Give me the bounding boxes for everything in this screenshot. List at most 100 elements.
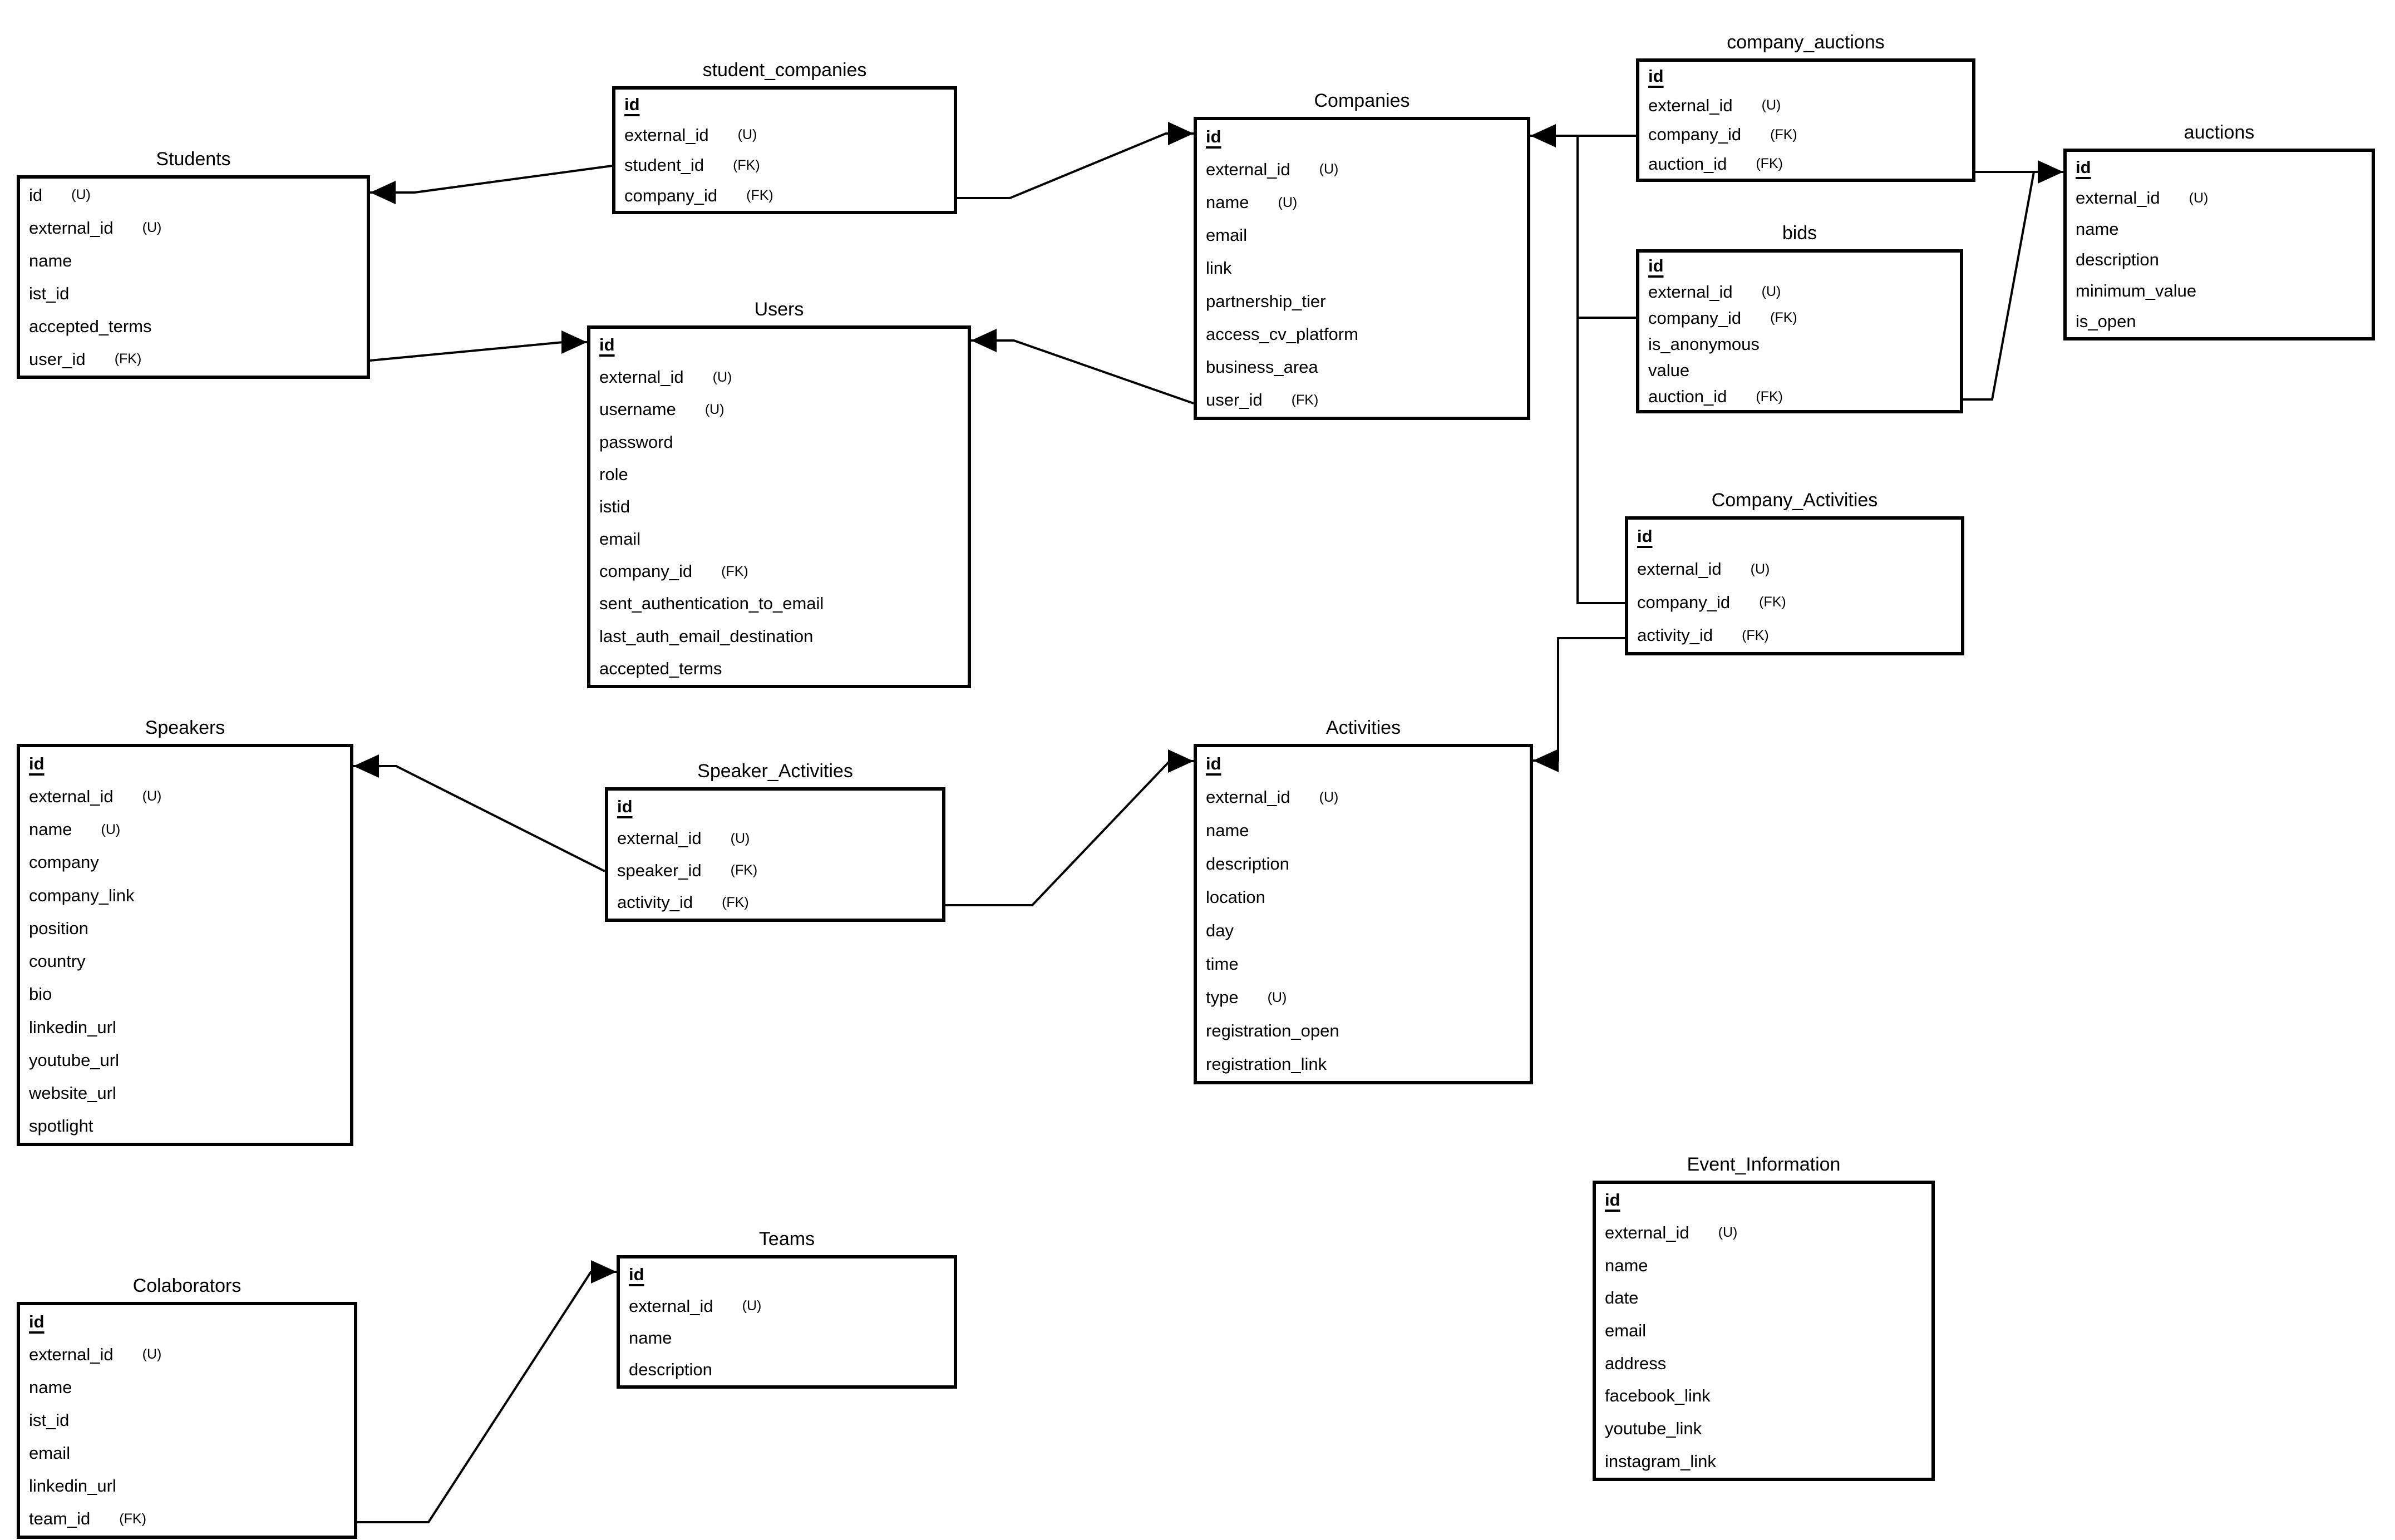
field-row-event_information-date: date [1596,1282,1931,1315]
field-annotation: (FK) [721,563,748,579]
field-name: role [599,464,628,484]
field-name: speaker_id [617,860,702,880]
field-name: facebook_link [1605,1386,1711,1406]
field-name: linkedin_url [29,1017,116,1037]
field-name: partnership_tier [1206,291,1326,311]
field-row-event_information-external_id: external_id(U) [1596,1217,1931,1250]
field-name: time [1206,954,1239,974]
table-title-company_activities: Company_Activities [1711,490,1878,511]
field-name: website_url [29,1083,116,1103]
field-name: user_id [29,349,86,369]
field-row-teams-name: name [620,1322,954,1354]
table-title-event_information: Event_Information [1687,1154,1841,1175]
field-name: company_id [1648,308,1742,328]
field-row-bids-is_anonymous: is_anonymous [1639,331,1960,357]
field-row-users-role: role [590,458,968,491]
connector-colaborators-to-teams [357,1271,617,1523]
field-row-event_information-instagram_link: instagram_link [1596,1445,1931,1478]
field-name: id [1637,526,1653,546]
field-row-student_companies-student_id: student_id(FK) [615,150,954,181]
arrowhead-icon-student_companies-to-companies [1168,122,1194,145]
field-name: position [29,918,88,938]
table-title-bids: bids [1782,223,1817,244]
field-name: id [624,95,640,115]
field-name: id [1648,255,1664,275]
field-row-activities-name: name [1197,814,1530,847]
field-name: id [1206,126,1221,146]
field-row-auctions-minimum_value: minimum_value [2067,275,2372,307]
field-row-students-ist_id: ist_id [20,277,367,310]
field-row-company_auctions-id: id [1639,62,1972,91]
field-name: description [629,1359,712,1379]
field-row-speakers-external_id: external_id(U) [20,780,350,813]
field-name: is_open [2076,312,2136,332]
field-name: name [29,820,72,840]
field-name: user_id [1206,390,1263,410]
field-name: external_id [599,367,684,387]
field-name: spotlight [29,1116,93,1136]
field-annotation: (U) [1267,989,1287,1005]
field-name: company_id [599,561,693,581]
field-name: id [29,185,43,205]
field-row-companies-external_id: external_id(U) [1197,153,1527,186]
field-row-speakers-spotlight: spotlight [20,1110,350,1143]
field-name: username [599,399,676,419]
field-row-users-sent_authentication_to_email: sent_authentication_to_email [590,588,968,620]
field-name: auction_id [1648,387,1727,407]
field-name: company [29,852,99,872]
field-name: external_id [1637,559,1722,579]
field-name: bio [29,984,52,1004]
field-row-event_information-facebook_link: facebook_link [1596,1380,1931,1413]
field-row-auctions-description: description [2067,245,2372,276]
arrowhead-icon-speaker_activities-to-speakers [353,754,379,778]
field-annotation: (FK) [746,187,773,204]
field-row-company_auctions-company_id: company_id(FK) [1639,120,1972,150]
field-name: sent_authentication_to_email [599,594,824,614]
field-name: location [1206,887,1265,907]
field-row-speakers-position: position [20,912,350,945]
table-title-colaborators: Colaborators [132,1275,242,1296]
field-name: description [2076,250,2159,270]
field-row-companies-id: id [1197,120,1527,153]
field-annotation: (U) [1319,161,1339,177]
field-row-activities-external_id: external_id(U) [1197,781,1530,814]
field-name: name [1605,1255,1648,1275]
field-row-bids-external_id: external_id(U) [1639,279,1960,305]
field-name: name [629,1327,672,1348]
field-row-event_information-email: email [1596,1315,1931,1348]
field-name: name [29,250,72,270]
field-name: link [1206,258,1232,278]
field-row-student_companies-external_id: external_id(U) [615,120,954,151]
connector-student_companies-to-companies [957,132,1194,199]
field-row-students-accepted_terms: accepted_terms [20,310,367,343]
field-row-users-email: email [590,523,968,555]
field-annotation: (FK) [1770,310,1797,326]
field-name: external_id [1206,787,1290,807]
field-row-teams-description: description [620,1354,954,1385]
field-row-colaborators-ist_id: ist_id [20,1404,354,1437]
field-row-users-istid: istid [590,491,968,523]
field-row-event_information-name: name [1596,1249,1931,1282]
field-row-auctions-id: id [2067,152,2372,183]
field-row-teams-id: id [620,1258,954,1290]
field-annotation: (U) [737,127,757,143]
field-row-speaker_activities-id: id [608,791,942,823]
field-row-students-name: name [20,244,367,277]
field-row-speaker_activities-speaker_id: speaker_id (FK) [608,855,942,887]
field-row-speakers-youtube_url: youtube_url [20,1044,350,1077]
field-annotation: (FK) [1756,388,1783,404]
field-row-speakers-website_url: website_url [20,1077,350,1110]
field-annotation: (U) [2189,190,2209,206]
field-annotation: (U) [704,401,725,417]
field-row-companies-user_id: user_id(FK) [1197,384,1527,417]
field-annotation: (FK) [730,862,758,878]
field-row-colaborators-id: id [20,1305,354,1338]
field-name: id [1206,754,1221,773]
field-name: ist_id [29,283,70,303]
field-name: ist_id [29,1410,70,1430]
